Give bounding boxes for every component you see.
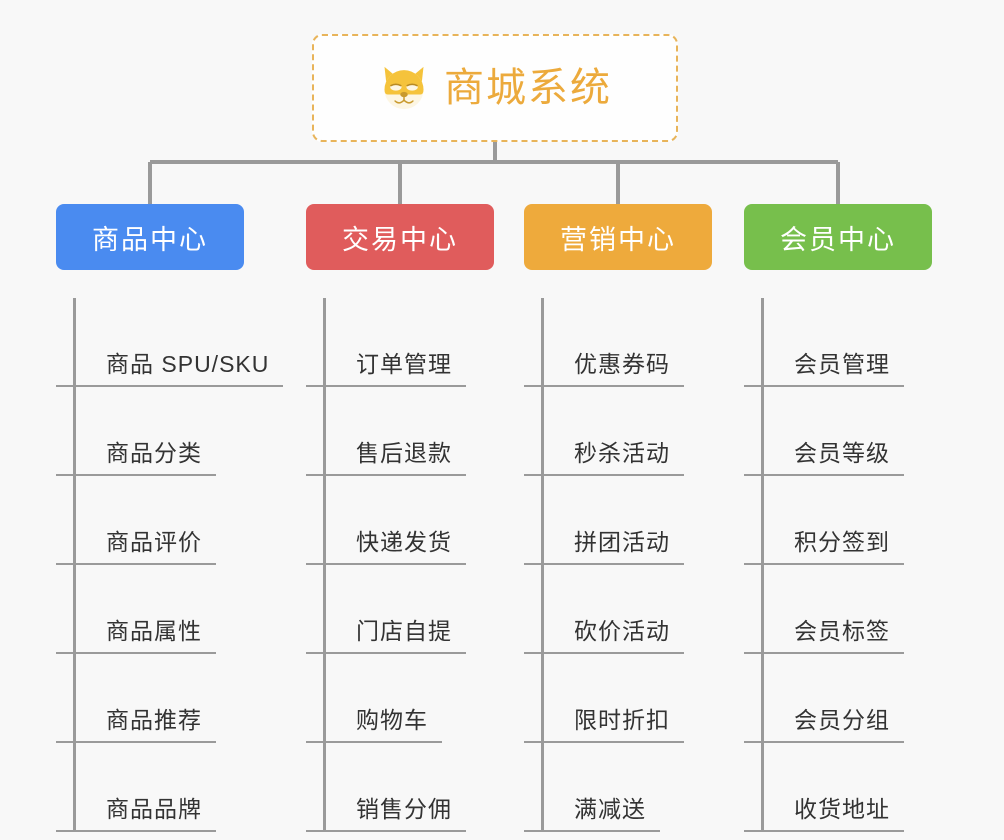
leaf-list-4: 会员管理 会员等级 积分签到 会员标签 会员分组 收货地址 (744, 298, 932, 832)
leaf-label: 订单管理 (306, 345, 466, 387)
leaf-item[interactable]: 满减送 (524, 743, 712, 832)
branch-spine (323, 298, 326, 832)
leaf-label: 商品推荐 (56, 701, 216, 743)
leaf-item[interactable]: 会员等级 (744, 387, 932, 476)
branch-header-label: 营销中心 (560, 224, 676, 255)
leaf-label: 砍价活动 (524, 612, 684, 654)
branch-header-label: 商品中心 (92, 224, 208, 255)
leaf-item[interactable]: 快递发货 (306, 476, 494, 565)
root-node[interactable]: 商城系统 (312, 34, 678, 142)
leaf-item[interactable]: 商品评价 (56, 476, 244, 565)
branch-column-交易中心: 交易中心 订单管理 售后退款 快递发货 门店自提 购物车 销售分佣 (306, 204, 494, 832)
branch-spine (541, 298, 544, 832)
leaf-label: 收货地址 (744, 790, 904, 832)
leaf-item[interactable]: 商品分类 (56, 387, 244, 476)
leaf-label: 会员管理 (744, 345, 904, 387)
leaf-label: 商品评价 (56, 523, 216, 565)
leaf-item[interactable]: 砍价活动 (524, 565, 712, 654)
leaf-label: 积分签到 (744, 523, 904, 565)
leaf-item[interactable]: 商品 SPU/SKU (56, 298, 284, 387)
branch-spine (73, 298, 76, 832)
branch-header-1[interactable]: 商品中心 (56, 204, 244, 270)
branch-column-商品中心: 商品中心 商品 SPU/SKU 商品分类 商品评价 商品属性 商品推荐 商品品牌 (56, 204, 284, 832)
leaf-label: 拼团活动 (524, 523, 684, 565)
branch-header-4[interactable]: 会员中心 (744, 204, 932, 270)
leaf-item[interactable]: 限时折扣 (524, 654, 712, 743)
leaf-item[interactable]: 积分签到 (744, 476, 932, 565)
leaf-label: 商品属性 (56, 612, 216, 654)
leaf-item[interactable]: 售后退款 (306, 387, 494, 476)
leaf-item[interactable]: 商品属性 (56, 565, 244, 654)
leaf-item[interactable]: 收货地址 (744, 743, 932, 832)
leaf-list-1: 商品 SPU/SKU 商品分类 商品评价 商品属性 商品推荐 商品品牌 (56, 298, 284, 832)
leaf-item[interactable]: 商品推荐 (56, 654, 244, 743)
leaf-list-3: 优惠券码 秒杀活动 拼团活动 砍价活动 限时折扣 满减送 (524, 298, 712, 832)
branch-column-营销中心: 营销中心 优惠券码 秒杀活动 拼团活动 砍价活动 限时折扣 满减送 (524, 204, 712, 832)
leaf-label: 门店自提 (306, 612, 466, 654)
leaf-item[interactable]: 购物车 (306, 654, 494, 743)
leaf-label: 优惠券码 (524, 345, 684, 387)
branch-spine (761, 298, 764, 832)
leaf-item[interactable]: 商品品牌 (56, 743, 244, 832)
branch-column-会员中心: 会员中心 会员管理 会员等级 积分签到 会员标签 会员分组 收货地址 (744, 204, 932, 832)
leaf-label: 销售分佣 (306, 790, 466, 832)
leaf-label: 秒杀活动 (524, 434, 684, 476)
leaf-item[interactable]: 会员标签 (744, 565, 932, 654)
leaf-label: 商品分类 (56, 434, 216, 476)
leaf-item[interactable]: 订单管理 (306, 298, 494, 387)
leaf-label: 商品品牌 (56, 790, 216, 832)
leaf-item[interactable]: 秒杀活动 (524, 387, 712, 476)
leaf-label: 商品 SPU/SKU (56, 345, 284, 387)
leaf-item[interactable]: 会员管理 (744, 298, 932, 387)
branch-header-label: 交易中心 (342, 224, 458, 255)
leaf-label: 快递发货 (306, 523, 466, 565)
leaf-item[interactable]: 优惠券码 (524, 298, 712, 387)
leaf-label: 满减送 (524, 790, 660, 832)
leaf-item[interactable]: 会员分组 (744, 654, 932, 743)
leaf-label: 会员分组 (744, 701, 904, 743)
leaf-label: 售后退款 (306, 434, 466, 476)
branch-header-3[interactable]: 营销中心 (524, 204, 712, 270)
branch-header-label: 会员中心 (780, 224, 896, 255)
branch-header-2[interactable]: 交易中心 (306, 204, 494, 270)
leaf-item[interactable]: 拼团活动 (524, 476, 712, 565)
leaf-label: 购物车 (306, 701, 442, 743)
leaf-label: 会员等级 (744, 434, 904, 476)
leaf-label: 会员标签 (744, 612, 904, 654)
shiba-dog-face-icon (384, 66, 424, 110)
leaf-list-2: 订单管理 售后退款 快递发货 门店自提 购物车 销售分佣 (306, 298, 494, 832)
leaf-item[interactable]: 门店自提 (306, 565, 494, 654)
root-title: 商城系统 (444, 66, 612, 110)
leaf-item[interactable]: 销售分佣 (306, 743, 494, 832)
leaf-label: 限时折扣 (524, 701, 684, 743)
